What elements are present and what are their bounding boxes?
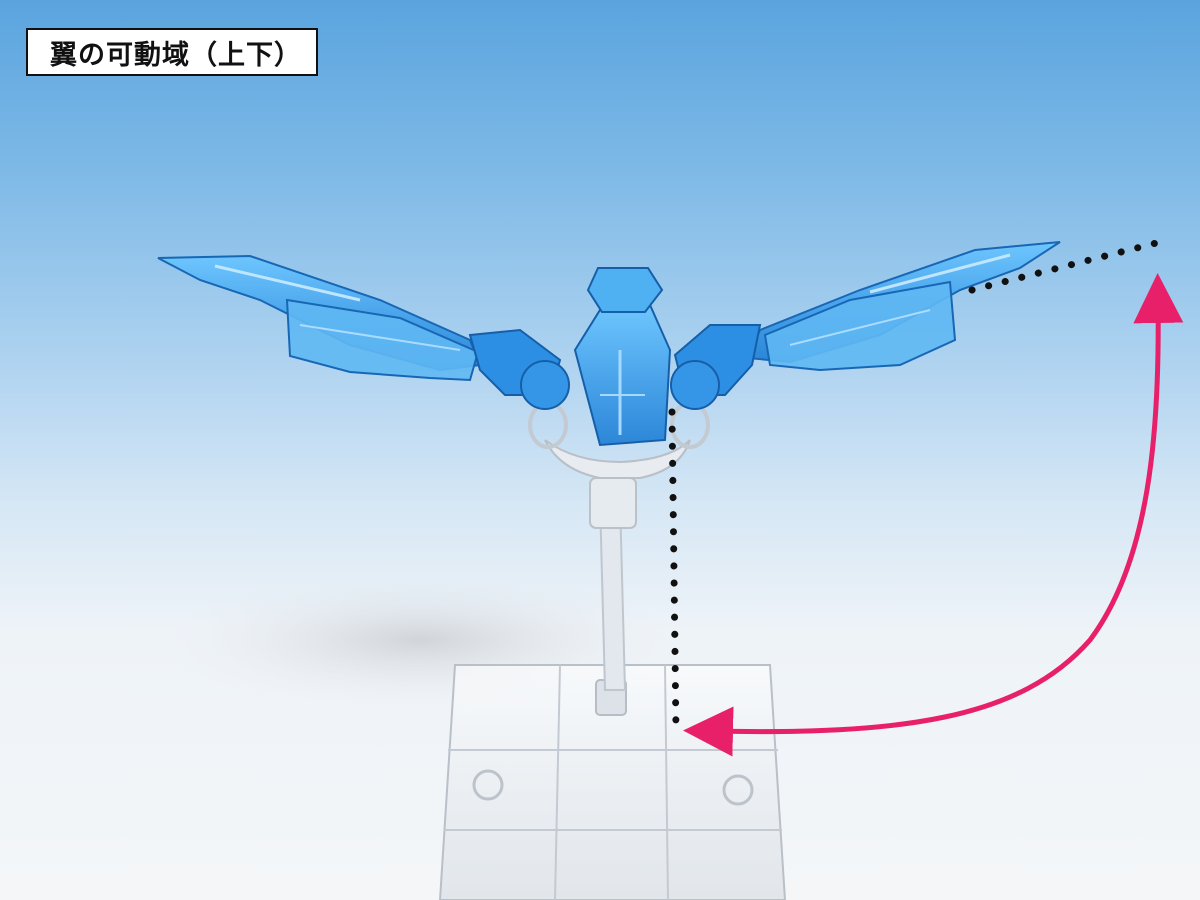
dotted-guide-vertical (668, 408, 680, 736)
left-wing (157, 254, 562, 396)
display-stand-base (438, 664, 787, 900)
right-wing (673, 241, 1061, 396)
range-of-motion-arrow (683, 273, 1184, 757)
caption-box: 翼の可動域（上下） (26, 28, 318, 76)
caption-title: 翼の可動域（上下） (50, 39, 302, 71)
